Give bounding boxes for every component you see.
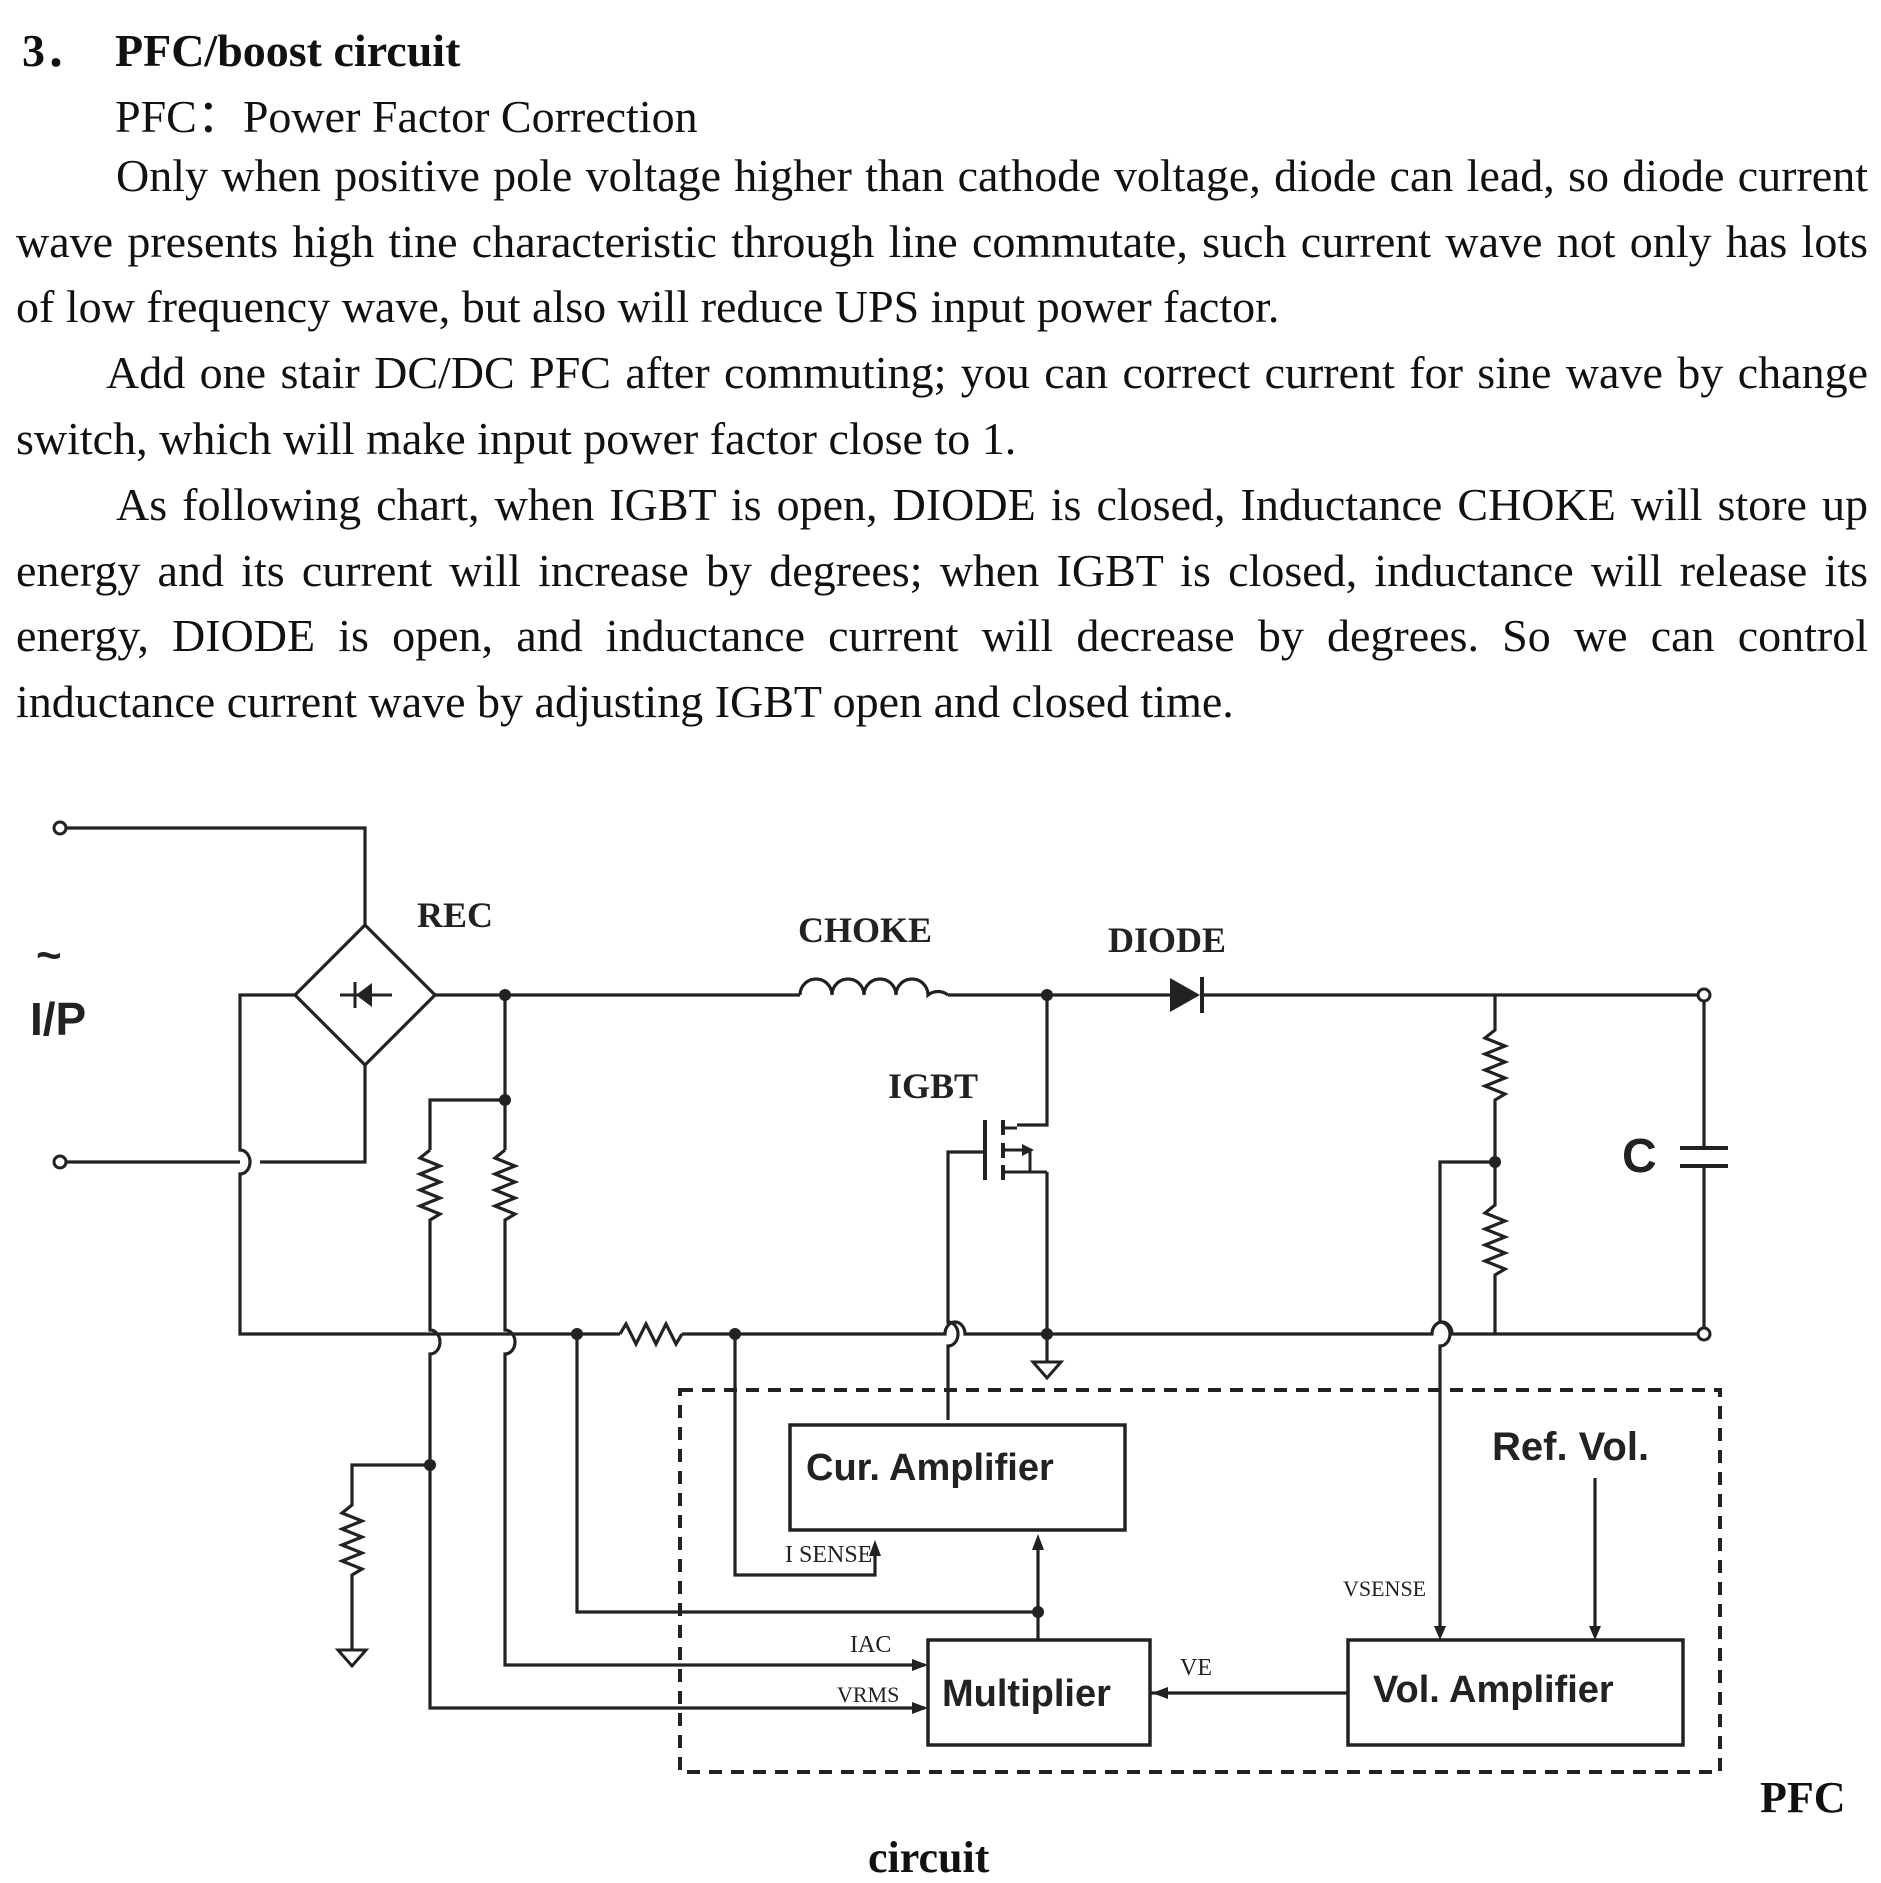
ground-icon (1029, 1360, 1065, 1381)
resistor-right (490, 1148, 925, 1667)
choke-label: CHOKE (798, 910, 932, 950)
input-terminal-top (52, 820, 68, 836)
output-terminal-bottom (1696, 1326, 1712, 1342)
ref-vol-arrow (1589, 1626, 1601, 1640)
paragraph-3: As following chart, when IGBT is open, D… (16, 479, 1868, 727)
sense-resistor (618, 1320, 684, 1348)
multiplier-label: Multiplier (942, 1673, 1111, 1715)
bottom-rail (682, 1320, 1700, 1336)
input-ac-symbol: ~ (36, 931, 62, 980)
capacitor-icon (1680, 1146, 1728, 1168)
igbt-drain-wire (1017, 995, 1049, 1127)
section-number: 3． (22, 25, 91, 76)
capacitor-label: C (1622, 1130, 1657, 1183)
vsense-arrow (1434, 1626, 1446, 1640)
input-wire-top (66, 826, 367, 925)
figure-caption-part2: circuit (868, 1833, 990, 1882)
resistor-left (415, 1148, 445, 1465)
divider-resistor-bottom (1480, 1162, 1510, 1334)
vrms-arrow (912, 1702, 928, 1714)
multiplier-block (926, 1638, 1152, 1747)
paragraph-1: Only when positive pole voltage higher t… (16, 150, 1868, 332)
ref-vol-label: Ref. Vol. (1492, 1425, 1649, 1469)
iac-arrow (912, 1659, 928, 1671)
sense-wire (428, 1098, 507, 1150)
diode-label: DIODE (1108, 920, 1226, 960)
isense-arrow (869, 1540, 881, 1556)
isense-label: I SENSE (785, 1542, 872, 1568)
rectifier-diode-icon (340, 982, 392, 1008)
igbt-label: IGBT (888, 1066, 978, 1106)
boost-diode-icon (1170, 977, 1204, 1013)
input-label: I/P (30, 993, 86, 1045)
cur-amplifier-block (788, 1423, 1127, 1532)
vol-amplifier-label: Vol. Amplifier (1373, 1669, 1614, 1711)
section-subtitle: PFC：Power Factor Correction (115, 91, 698, 142)
input-terminal-bottom (52, 1154, 68, 1170)
vsense-wire (1438, 1160, 1495, 1632)
figure-caption-part1: PFC (1760, 1773, 1846, 1822)
isense-wire (733, 1334, 877, 1577)
cur-amplifier-label: Cur. Amplifier (806, 1447, 1054, 1489)
iac-sense-wire (575, 1334, 1038, 1614)
ground-icon (334, 1648, 370, 1669)
input-wire-bottom (66, 1065, 367, 1164)
section-heading: 3． PFC/boost circuit (22, 14, 460, 80)
output-terminal-top (1696, 987, 1712, 1003)
vol-amplifier-block (1346, 1638, 1685, 1747)
controller-boundary (678, 1388, 1722, 1774)
ve-label: VE (1180, 1655, 1212, 1681)
divider-resistor-top (1480, 995, 1510, 1162)
choke-inductor (798, 977, 949, 999)
iac-label: IAC (850, 1632, 891, 1658)
igbt-gate-wire (946, 1150, 985, 1420)
ve-arrow (1152, 1687, 1168, 1699)
igbt-icon (983, 1120, 1047, 1180)
section-title: PFC/boost circuit (115, 25, 461, 76)
arrow-icon (1032, 1534, 1044, 1550)
vsense-label: VSENSE (1343, 1576, 1426, 1601)
vrms-wire (428, 1465, 925, 1710)
vrms-label: VRMS (837, 1682, 899, 1707)
rectifier-negative-wire (238, 993, 430, 1336)
paragraph-2: Add one stair DC/DC PFC after commuting;… (16, 347, 1868, 464)
rectifier-label: REC (417, 895, 493, 935)
sense-wire (337, 1463, 430, 1650)
